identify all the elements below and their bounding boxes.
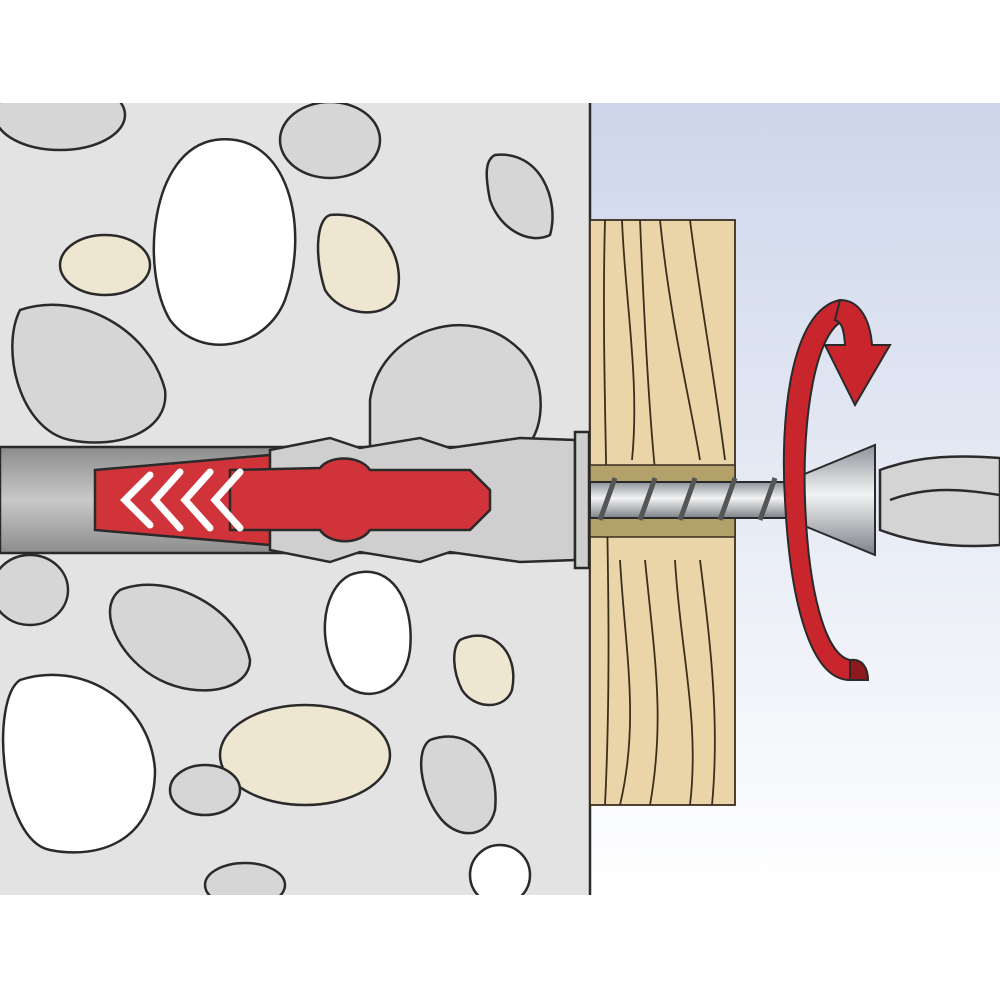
wall-plug — [93, 430, 591, 570]
screwdriver-bit — [878, 455, 1000, 548]
screw — [589, 443, 876, 557]
rotation-arrow-icon — [782, 298, 892, 682]
